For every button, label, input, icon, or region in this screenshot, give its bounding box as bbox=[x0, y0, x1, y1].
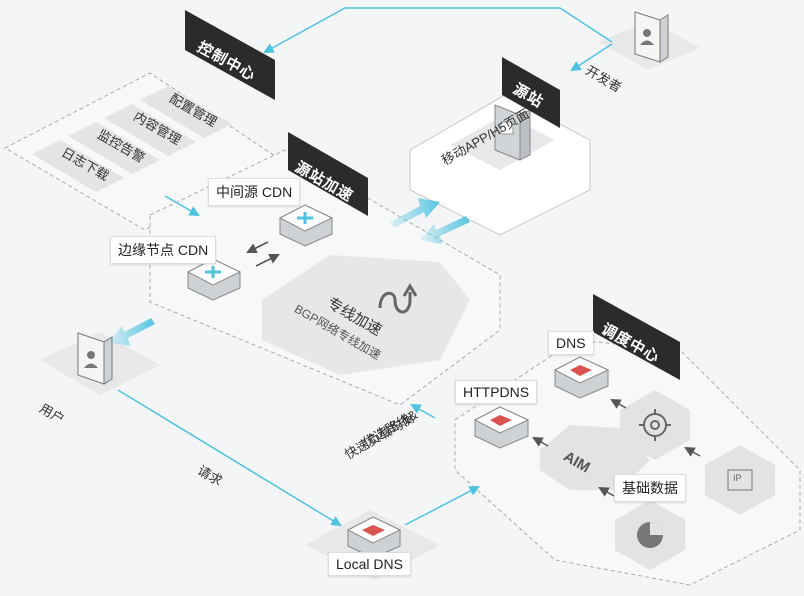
user-to-localdns-line bbox=[117, 389, 342, 527]
mid-cdn-node bbox=[278, 204, 334, 247]
origin-server-icon bbox=[494, 104, 531, 161]
dispatch-tag-bg bbox=[593, 294, 680, 380]
dispatch-to-accel-line bbox=[410, 403, 436, 419]
httpdns-node bbox=[473, 406, 530, 449]
ip-hex bbox=[705, 445, 775, 515]
cdn-arrow-left bbox=[246, 241, 269, 253]
target-hex bbox=[620, 390, 690, 460]
local-dns-node bbox=[346, 516, 402, 559]
dns-label: DNS bbox=[548, 331, 594, 355]
target-icon bbox=[639, 409, 671, 441]
menu-tile-content bbox=[104, 104, 196, 156]
origin-tag-bg bbox=[502, 57, 560, 128]
mid-cdn-label: 中间源 CDN bbox=[208, 178, 301, 206]
developer-to-control-line bbox=[263, 7, 613, 54]
control-center-tag-bg bbox=[185, 10, 275, 100]
accel-to-user-arrow bbox=[108, 318, 155, 346]
cdn-arrow-right bbox=[255, 254, 280, 267]
target-to-dns-arrow bbox=[610, 398, 627, 409]
basic-data-label: 基础数据 bbox=[614, 474, 686, 502]
menu-tile-config bbox=[140, 86, 232, 138]
developer-to-origin-line bbox=[570, 43, 613, 72]
dedicated-line-icon bbox=[378, 283, 418, 314]
control-to-edge-line bbox=[164, 195, 200, 217]
localdns-to-dispatch-line bbox=[404, 486, 480, 526]
ip-icon bbox=[727, 469, 753, 491]
origin-accel-tag-bg bbox=[288, 132, 368, 216]
user-icon bbox=[77, 332, 113, 385]
ip-to-target-arrow bbox=[684, 446, 701, 457]
dns-node bbox=[553, 356, 610, 399]
origin-up-arrow bbox=[390, 198, 440, 228]
httpdns-label: HTTPDNS bbox=[455, 380, 538, 404]
dedicated-line-hex bbox=[262, 255, 470, 375]
origin-back-arrow bbox=[420, 216, 470, 244]
pie-chart-icon bbox=[637, 522, 663, 548]
menu-tile-log bbox=[32, 140, 124, 192]
ip-label: IP bbox=[733, 473, 742, 483]
chart-to-aim-arrow bbox=[598, 486, 615, 497]
edge-cdn-node bbox=[186, 258, 242, 301]
developer-icon bbox=[634, 11, 669, 63]
aim-to-httpdns-arrow bbox=[532, 436, 549, 447]
local-dns-label: Local DNS bbox=[328, 552, 411, 576]
edge-cdn-label: 边缘节点 CDN bbox=[110, 236, 217, 264]
menu-tile-monitor bbox=[68, 122, 160, 174]
